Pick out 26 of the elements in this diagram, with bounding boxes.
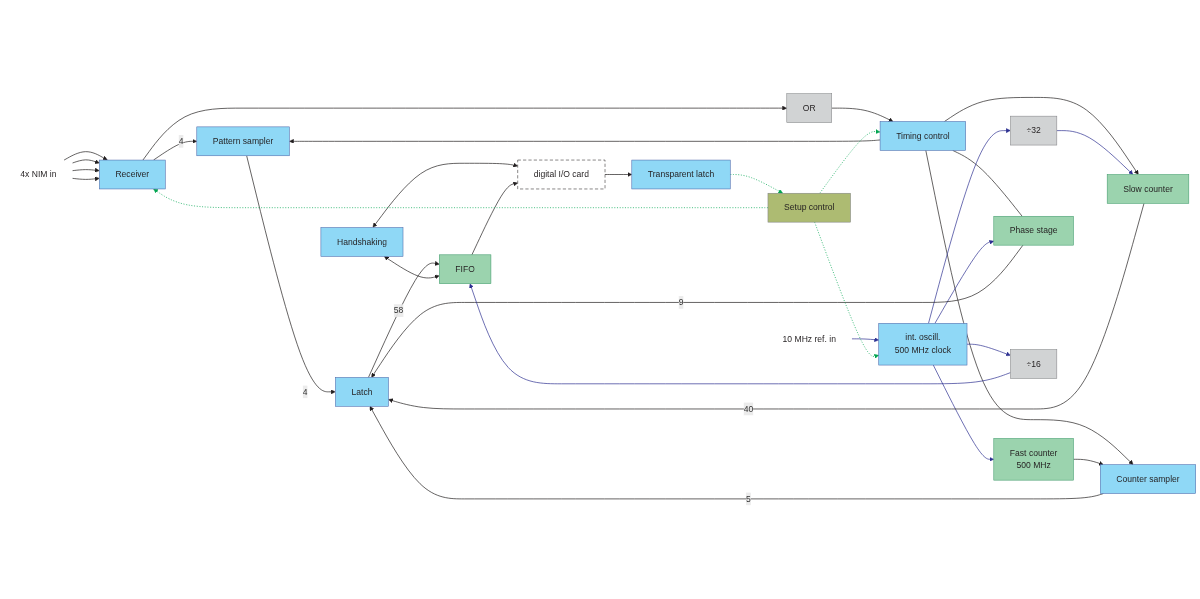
node-box: Transparent latch — [631, 159, 731, 190]
edge-label: 5 — [746, 494, 751, 504]
node-box: digital I/O card — [517, 159, 606, 190]
node-box: ÷32 — [1010, 115, 1058, 146]
connector — [952, 150, 1023, 217]
edge-label: 58 — [393, 305, 404, 315]
node-box: FIFO — [439, 254, 492, 284]
node-box: int. oscill. 500 MHz clock — [878, 323, 968, 366]
node-box: Fast counter 500 MHz — [993, 438, 1074, 481]
edge-label: 40 — [743, 404, 754, 414]
edge-label: 4 — [178, 136, 184, 146]
node-box: Counter sampler — [1100, 464, 1196, 494]
node-box: Receiver — [99, 159, 166, 190]
edge-label: 4 — [302, 387, 308, 397]
node-box: Phase stage — [993, 216, 1074, 246]
node-box: Handshaking — [320, 227, 404, 257]
node-text: 10 MHz ref. in — [782, 334, 836, 344]
node-box: Pattern sampler — [196, 126, 290, 157]
edge-label: 9 — [678, 297, 684, 307]
node-box: Latch — [335, 377, 389, 407]
node-box: ÷16 — [1010, 349, 1058, 379]
node-text: 4x NIM in — [20, 169, 57, 179]
node-box: Setup control — [767, 192, 851, 223]
node-box: OR — [786, 93, 832, 123]
node-box: Slow counter — [1106, 174, 1190, 204]
node-box: Timing control — [879, 121, 966, 151]
